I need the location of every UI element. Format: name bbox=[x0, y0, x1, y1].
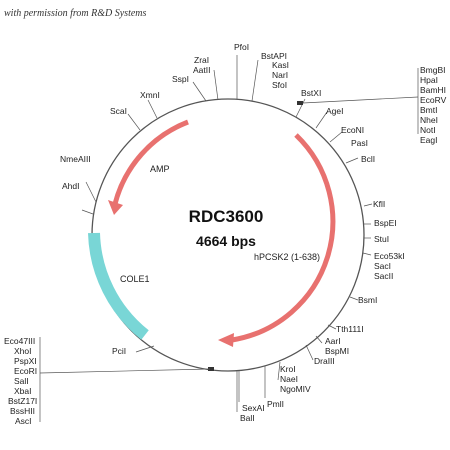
mcs1-marker bbox=[297, 101, 303, 105]
site-zrai: ZraI bbox=[194, 55, 209, 65]
site-pspxi: PspXI bbox=[14, 356, 37, 366]
site-eagi: EagI bbox=[420, 135, 438, 145]
site-bmti: BmtI bbox=[420, 105, 437, 115]
site-naei: NaeI bbox=[280, 374, 298, 384]
site-xhoi: XhoI bbox=[14, 346, 32, 356]
site-tth111i: Tth111I bbox=[336, 324, 364, 334]
site-ahdi: AhdI bbox=[62, 181, 80, 191]
hpcsk2-feature-arc bbox=[231, 133, 336, 343]
site-pmli: PmlI bbox=[267, 399, 284, 409]
plasmid-size: 4664 bps bbox=[196, 233, 256, 249]
site-ecorv: EcoRV bbox=[420, 95, 447, 105]
credit-text: with permission from R&D Systems bbox=[4, 8, 147, 19]
site-bspei: BspEI bbox=[374, 218, 397, 228]
cole1-feature-label: COLE1 bbox=[120, 274, 150, 284]
site-aatii: AatII bbox=[193, 65, 210, 75]
site-pfoi: PfoI bbox=[234, 42, 249, 52]
site-hpai: HpaI bbox=[420, 75, 438, 85]
hpcsk2-feature-label: hPCSK2 (1-638) bbox=[254, 252, 320, 262]
site-econi: EcoNI bbox=[341, 125, 364, 135]
site-kfli: KflI bbox=[373, 199, 385, 209]
site-sspi: SspI bbox=[172, 74, 189, 84]
site-scai: ScaI bbox=[110, 106, 127, 116]
site-draiii: DraIII bbox=[314, 356, 335, 366]
site-kroi: KroI bbox=[280, 364, 296, 374]
site-stui: StuI bbox=[374, 234, 389, 244]
site-asci: AscI bbox=[15, 416, 32, 426]
site-bamhi: BamHI bbox=[420, 85, 446, 95]
site-bsmi: BsmI bbox=[358, 295, 377, 305]
site-nari: NarI bbox=[272, 70, 288, 80]
site-eco53ki: Eco53kI bbox=[374, 251, 405, 261]
site-ngomiv: NgoMIV bbox=[280, 384, 311, 394]
hpcsk2-feature-arrowhead bbox=[218, 333, 234, 347]
site-nhei: NheI bbox=[420, 115, 438, 125]
site-eco47iii: Eco47III bbox=[4, 336, 35, 346]
site-xmni: XmnI bbox=[140, 90, 160, 100]
plasmid-name: RDC3600 bbox=[189, 207, 264, 226]
site-bcli: BclI bbox=[361, 154, 375, 164]
site-bstz17i: BstZ17I bbox=[8, 396, 37, 406]
site-agei: AgeI bbox=[326, 106, 344, 116]
amp-feature-arc bbox=[112, 119, 189, 205]
site-bstxi: BstXI bbox=[301, 88, 321, 98]
site-sexai: SexAI bbox=[242, 403, 265, 413]
site-xbai: XbaI bbox=[14, 386, 32, 396]
site-bali: BalI bbox=[240, 413, 255, 423]
site-bspmi: BspMI bbox=[325, 346, 349, 356]
site-sfoi: SfoI bbox=[272, 80, 287, 90]
site-sacii: SacII bbox=[374, 271, 393, 281]
site-pcii: PciI bbox=[112, 346, 126, 356]
site-bstapi: BstAPI bbox=[261, 51, 287, 61]
site-nmeaiii: NmeAIII bbox=[60, 154, 91, 164]
cole1-feature-arc bbox=[88, 232, 149, 340]
site-kasi: KasI bbox=[272, 60, 289, 70]
site-pasi: PasI bbox=[351, 138, 368, 148]
site-noti: NotI bbox=[420, 125, 436, 135]
site-sali: SalI bbox=[14, 376, 29, 386]
amp-feature-arrowhead bbox=[108, 200, 123, 215]
mcs2-marker bbox=[208, 367, 214, 371]
site-bmgbi: BmgBI bbox=[420, 65, 446, 75]
amp-feature-label: AMP bbox=[150, 164, 170, 174]
site-ecori: EcoRI bbox=[14, 366, 37, 376]
site-bsshii: BssHII bbox=[10, 406, 35, 416]
site-aari: AarI bbox=[325, 336, 341, 346]
site-saci: SacI bbox=[374, 261, 391, 271]
